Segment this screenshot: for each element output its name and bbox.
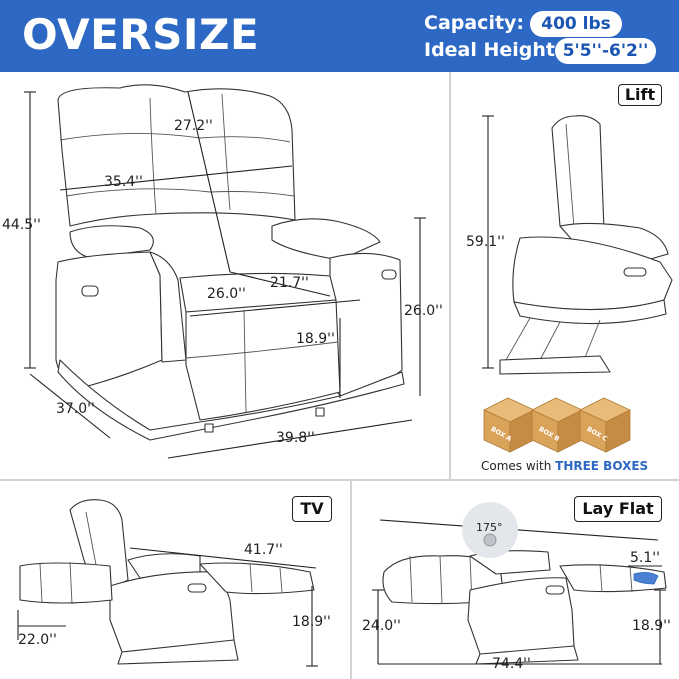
main-chair-illustration <box>55 84 405 441</box>
tv-wall-clearance-label: 22.0'' <box>18 632 57 648</box>
panel-divider-vertical-top <box>449 72 451 480</box>
back-width-label: 35.4'' <box>104 174 143 190</box>
layflat-height-label: 24.0'' <box>362 618 401 634</box>
seat-width-label: 26.0'' <box>207 286 246 302</box>
box-b <box>531 397 583 453</box>
width-label: 39.8'' <box>276 430 315 446</box>
tv-chair-illustration <box>19 499 315 665</box>
lift-tag: Lift <box>618 84 662 106</box>
capacity-label: Capacity: <box>424 12 525 34</box>
box-a <box>483 397 535 453</box>
back-height-label: 27.2'' <box>174 118 213 134</box>
depth-label: 37.0'' <box>56 401 95 417</box>
tv-tag: TV <box>292 496 332 522</box>
lift-height-label: 59.1'' <box>466 234 505 250</box>
seat-height-label: 18.9'' <box>296 331 335 347</box>
main-dimension-arrows <box>24 91 426 459</box>
layflat-footrest-gap-label: 5.1'' <box>630 550 660 566</box>
panel-divider-vertical-bottom <box>350 480 352 679</box>
tv-seat-height-label: 18.9'' <box>292 614 331 630</box>
page-title: OVERSIZE <box>22 10 260 59</box>
layflat-tag: Lay Flat <box>574 496 662 522</box>
layflat-length-label: 74.4'' <box>492 656 531 672</box>
boxes-caption: Comes with THREE BOXES <box>481 459 648 473</box>
layflat-seat-height-label: 18.9'' <box>632 618 671 634</box>
boxes-caption-highlight: THREE BOXES <box>555 459 649 473</box>
lift-chair-illustration <box>499 115 673 375</box>
ideal-height-label: Ideal Height: <box>424 39 563 61</box>
layflat-dimension-arrows <box>372 502 666 665</box>
tv-length-label: 41.7'' <box>244 542 283 558</box>
three-boxes-illustration <box>483 397 631 453</box>
capacity-value: 400 lbs <box>530 11 622 37</box>
total-height-label: 44.5'' <box>2 217 41 233</box>
tv-dimension-arrows <box>17 547 318 667</box>
arm-height-label: 26.0'' <box>404 303 443 319</box>
layflat-chair-illustration <box>382 550 667 665</box>
box-c <box>579 397 631 453</box>
ideal-height-value: 5'5''-6'2'' <box>555 38 656 64</box>
panel-divider-horizontal <box>0 479 679 481</box>
lift-dimension-arrows <box>482 115 494 369</box>
seat-depth-label: 21.7'' <box>270 275 309 291</box>
boxes-caption-prefix: Comes with <box>481 459 556 473</box>
layflat-angle-label: 175° <box>476 521 503 534</box>
